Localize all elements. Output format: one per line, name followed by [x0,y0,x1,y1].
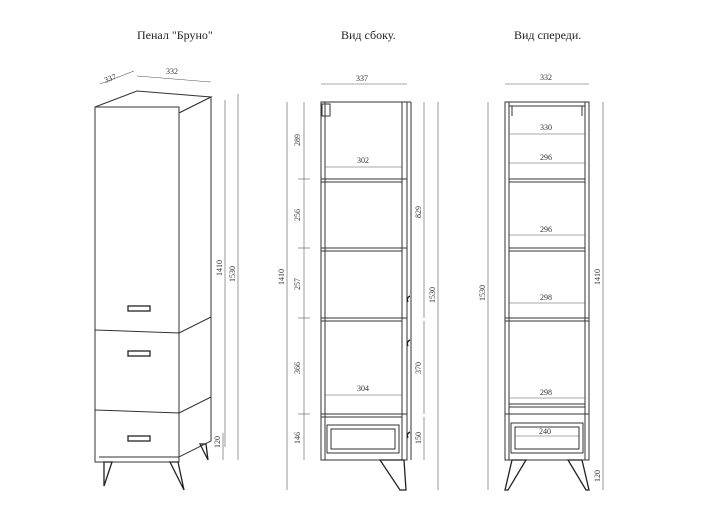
iso-drawer-handle-2 [127,435,151,442]
front-drawer [510,422,584,454]
front-legs-label: 120 [593,470,602,482]
front-drawer-label: 240 [539,427,551,436]
iso-leg-left [103,461,113,487]
side-inner-top-label: 302 [357,156,369,165]
title-main: Пенал "Бруно" [137,28,213,42]
side-lower-height-label: 370 [414,362,423,374]
iso-door-handle [127,305,151,312]
front-total-height-label: 1530 [478,285,487,301]
side-body-height-label: 1410 [277,269,286,285]
side-drawer-height-label: 150 [414,432,423,444]
side-depth-label: 337 [356,74,368,83]
front-shelf3-label: 298 [540,293,552,302]
front-leg-left [504,459,528,491]
front-leg-right [566,459,590,491]
side-body [320,101,408,461]
side-total-height-label: 1530 [428,287,437,303]
iso-height-body-label: 1410 [215,260,224,276]
front-shelf2-label: 296 [540,225,552,234]
side-view: 337 302 304 289 256 257 366 146 1410 829… [277,74,439,491]
iso-drawer-split [94,409,180,414]
side-s5-label: 146 [293,432,302,444]
front-width-label: 332 [540,73,552,82]
side-s2-label: 256 [293,209,302,221]
iso-depth-label: 337 [103,72,117,85]
side-drawer [326,424,400,454]
side-s1-label: 289 [293,134,302,146]
front-shelf4-label: 298 [540,388,552,397]
side-door-height-label: 829 [414,206,423,218]
iso-side-face [178,96,212,458]
side-s4-label: 366 [293,362,302,374]
side-s3-label: 257 [293,278,302,290]
iso-door-split [94,329,180,334]
side-leg [378,459,407,491]
title-front-view: Вид спереди. [514,28,582,42]
iso-leg-right [168,461,185,491]
iso-legs-label: 120 [213,436,222,448]
iso-width-label: 332 [166,67,178,76]
iso-drawer-handle-1 [127,350,151,357]
front-shelf1-label: 296 [540,153,552,162]
iso-height-total-label: 1530 [228,266,237,282]
iso-front-face [94,106,180,463]
title-side-view: Вид сбоку. [341,28,396,42]
front-inner-label: 330 [540,123,552,132]
front-body-height-label: 1410 [593,269,602,285]
front-body [504,101,590,461]
isometric-view: 337 332 1410 1530 120 [94,67,239,491]
front-view: 332 330 296 296 298 298 240 1530 1410 12… [478,73,604,491]
side-inner-bottom-label: 304 [357,384,369,393]
